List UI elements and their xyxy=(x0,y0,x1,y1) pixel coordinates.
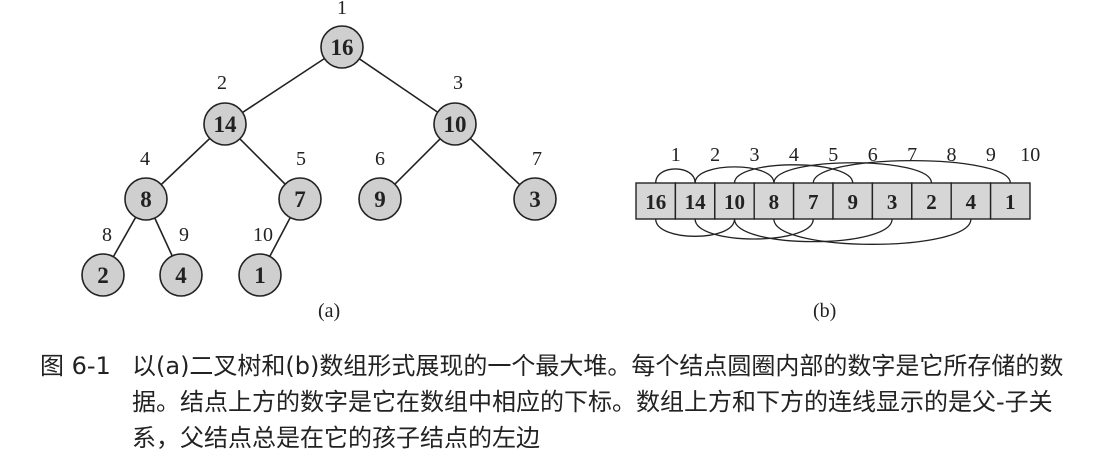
parent-left-child-arc xyxy=(812,160,1011,184)
node-value: 2 xyxy=(97,263,109,288)
node-circle xyxy=(124,177,168,221)
cell-value: 2 xyxy=(926,190,937,214)
cell-value: 8 xyxy=(769,190,780,214)
caption-label: 图 6-1 xyxy=(40,352,111,380)
array-indices: 1 2 3 4 5 6 7 8 9 10 xyxy=(671,144,1041,166)
subfigure-label-b: (b) xyxy=(813,300,836,322)
node-index: 1 xyxy=(337,0,347,19)
node-value: 9 xyxy=(374,187,386,212)
array-cell: 16 xyxy=(635,182,677,220)
array-cell: 3 xyxy=(871,182,913,220)
tree-node: 14 2 xyxy=(203,72,247,146)
array-cell: 2 xyxy=(911,182,952,220)
cell-box xyxy=(674,182,716,220)
node-value: 7 xyxy=(294,187,306,212)
tree-node: 16 1 xyxy=(320,0,364,69)
node-value: 10 xyxy=(444,112,467,137)
node-circle xyxy=(81,253,125,297)
node-circle xyxy=(159,253,203,297)
array-cell: 4 xyxy=(950,182,992,220)
cell-value: 7 xyxy=(808,190,819,214)
array-cell: 14 xyxy=(674,182,716,220)
array-cell: 8 xyxy=(753,182,795,220)
array-cell: 7 xyxy=(792,182,834,220)
tree-node: 1 10 xyxy=(238,224,282,297)
node-circle xyxy=(238,253,282,297)
tree-edges xyxy=(102,46,536,276)
tree-node: 96 xyxy=(358,148,402,221)
cell-box xyxy=(753,182,795,220)
array-index: 9 xyxy=(986,144,996,166)
cell-value: 10 xyxy=(724,190,745,214)
array-index: 2 xyxy=(710,144,720,166)
node-circle xyxy=(513,177,557,221)
node-circle xyxy=(320,25,364,69)
cell-value: 14 xyxy=(685,190,707,214)
array-index: 1 xyxy=(671,144,681,166)
node-value: 14 xyxy=(214,112,238,137)
parent-right-child-arc xyxy=(733,218,893,243)
tree-node: 75 xyxy=(278,148,322,221)
node-index: 7 xyxy=(532,148,542,170)
array-cell: 9 xyxy=(832,182,874,220)
array-index: 5 xyxy=(828,144,838,166)
node-circle xyxy=(433,102,477,146)
array-cells: 16 14 10 8 7 9 3 2 4 1 xyxy=(635,182,1031,220)
node-circle xyxy=(203,102,247,146)
parent-right-child-arc xyxy=(655,218,736,237)
node-index: 5 xyxy=(296,148,306,170)
parent-left-child-arc xyxy=(655,168,696,184)
node-value: 1 xyxy=(254,263,266,288)
tree-edge xyxy=(341,46,456,125)
cell-value: 4 xyxy=(966,190,977,214)
node-circle xyxy=(278,177,322,221)
node-value: 4 xyxy=(175,263,187,288)
caption-text: 以(a)二叉树和(b)数组形式展现的一个最大堆。每个结点圆圈内部的数字是它所存储… xyxy=(132,352,1064,452)
tree-node: 10 3 xyxy=(433,72,477,146)
parent-right-child-arc xyxy=(773,218,972,245)
cell-box xyxy=(950,182,992,220)
cell-box xyxy=(989,182,1031,220)
node-index: 9 xyxy=(179,224,189,246)
node-index: 8 xyxy=(102,224,112,246)
subfigure-label-a: (a) xyxy=(318,300,340,322)
node-index: 3 xyxy=(453,72,463,94)
parent-right-child-arc xyxy=(694,218,814,240)
array-cell: 1 xyxy=(989,182,1031,220)
tree-edge xyxy=(224,46,343,125)
array-arcs xyxy=(655,160,1011,245)
array-index: 10 xyxy=(1020,144,1040,166)
array-index: 4 xyxy=(789,144,799,166)
cell-value: 9 xyxy=(847,190,858,214)
tree-node: 28 xyxy=(81,224,125,297)
cell-value: 3 xyxy=(887,190,898,214)
array-cell: 10 xyxy=(714,182,755,220)
array-index: 3 xyxy=(750,144,760,166)
node-index: 2 xyxy=(217,72,227,94)
parent-left-child-arc xyxy=(733,164,854,184)
array-index: 7 xyxy=(907,144,917,166)
cell-value: 1 xyxy=(1005,190,1016,214)
node-index: 10 xyxy=(253,224,273,246)
parent-left-child-arc xyxy=(773,162,933,184)
figure-caption: 图 6-1 以(a)二叉树和(b)数组形式展现的一个最大堆。每个结点圆圈内部的数… xyxy=(40,348,1090,456)
cell-value: 16 xyxy=(645,190,666,214)
tree-node: 84 xyxy=(124,148,168,221)
node-index: 4 xyxy=(140,148,150,170)
cell-box xyxy=(911,182,952,220)
array-index: 8 xyxy=(947,144,957,166)
node-value: 8 xyxy=(140,187,152,212)
node-index: 6 xyxy=(375,148,385,170)
parent-left-child-arc xyxy=(694,166,775,184)
cell-box xyxy=(871,182,913,220)
node-value: 3 xyxy=(529,187,541,212)
cell-box xyxy=(635,182,677,220)
node-circle xyxy=(358,177,402,221)
array-index: 6 xyxy=(868,144,878,166)
tree-node: 49 xyxy=(159,224,203,297)
node-value: 16 xyxy=(331,35,354,60)
tree-node: 37 xyxy=(513,148,557,221)
